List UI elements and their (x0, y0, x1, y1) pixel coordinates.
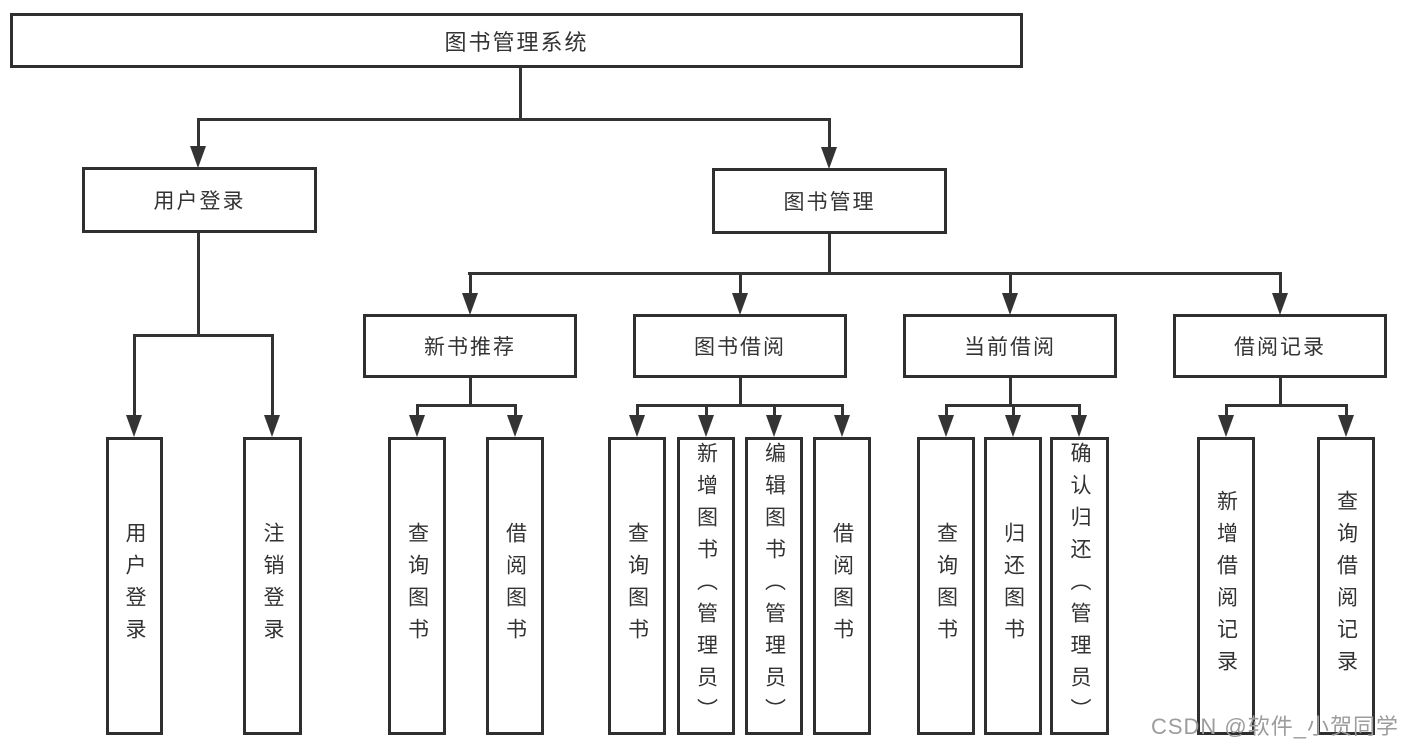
arrow-down-icon (1071, 415, 1087, 437)
arrow-down-icon (1338, 415, 1354, 437)
arrow-down-icon (629, 415, 645, 437)
arrow-down-icon (462, 293, 478, 315)
arrow-down-icon (1005, 415, 1021, 437)
connector-line (705, 404, 708, 418)
arrow-down-icon (698, 415, 714, 437)
connector-line (773, 404, 776, 418)
arrow-down-icon (507, 415, 523, 437)
connector-line (519, 66, 522, 120)
connector-line (197, 233, 200, 336)
connector-line (1009, 378, 1012, 406)
connector-line (828, 234, 831, 274)
connector-line (416, 404, 419, 418)
node-borrow-record: 借阅记录 (1173, 314, 1387, 378)
node-nbr-borrow-book: 借阅图书 (486, 437, 544, 735)
connector-line (1279, 378, 1282, 406)
connector-line (739, 272, 742, 294)
node-cb-query-book: 查询图书 (917, 437, 975, 735)
connector-line (271, 334, 274, 418)
connector-line (416, 404, 517, 407)
node-user-login: 用户登录 (106, 437, 163, 735)
connector-line (469, 378, 472, 406)
connector-line (1078, 404, 1081, 418)
connector-line (1009, 272, 1012, 294)
arrow-down-icon (1218, 415, 1234, 437)
connector-line (636, 404, 844, 407)
arrow-down-icon (938, 415, 954, 437)
node-bb-query-book: 查询图书 (608, 437, 666, 735)
arrow-down-icon (409, 415, 425, 437)
node-new-book-recommend: 新书推荐 (363, 314, 577, 378)
csdn-watermark: CSDN @软件_小贺同学 (1150, 714, 1399, 739)
node-logout: 注销登录 (243, 437, 302, 735)
node-root: 图书管理系统 (10, 13, 1023, 68)
connector-line (841, 404, 844, 418)
node-bb-edit-book: 编辑图书（管理员） (745, 437, 803, 735)
node-user-login-group: 用户登录 (82, 167, 317, 233)
arrow-down-icon (264, 415, 280, 437)
arrow-down-icon (821, 147, 837, 169)
arrow-down-icon (1002, 293, 1018, 315)
connector-line (469, 272, 472, 294)
arrow-down-icon (766, 415, 782, 437)
connector-line (514, 404, 517, 418)
arrow-down-icon (834, 415, 850, 437)
connector-line (739, 378, 742, 406)
connector-line (1279, 272, 1282, 294)
connector-line (1225, 404, 1228, 418)
node-bb-borrow-book: 借阅图书 (813, 437, 871, 735)
node-book-borrow: 图书借阅 (633, 314, 847, 378)
arrow-down-icon (732, 293, 748, 315)
arrow-down-icon (1272, 293, 1288, 315)
node-cb-return-book: 归还图书 (984, 437, 1042, 735)
connector-line (197, 118, 831, 121)
connector-line (945, 404, 948, 418)
connector-line (1345, 404, 1348, 418)
connector-line (1225, 404, 1348, 407)
arrow-down-icon (126, 415, 142, 437)
connector-line (133, 334, 274, 337)
node-br-query-record: 查询借阅记录 (1317, 437, 1375, 735)
connector-line (133, 334, 136, 418)
connector-line (1012, 404, 1015, 418)
connector-line (828, 118, 831, 150)
node-current-borrow: 当前借阅 (903, 314, 1117, 378)
node-book-management: 图书管理 (712, 168, 947, 234)
node-br-add-record: 新增借阅记录 (1197, 437, 1255, 735)
arrow-down-icon (190, 146, 206, 168)
connector-line (468, 272, 1282, 275)
connector-line (636, 404, 639, 418)
node-cb-confirm-return: 确认归还（管理员） (1050, 437, 1109, 735)
node-bb-add-book: 新增图书（管理员） (677, 437, 735, 735)
node-nbr-query-book: 查询图书 (388, 437, 446, 735)
connector-line (197, 118, 200, 150)
